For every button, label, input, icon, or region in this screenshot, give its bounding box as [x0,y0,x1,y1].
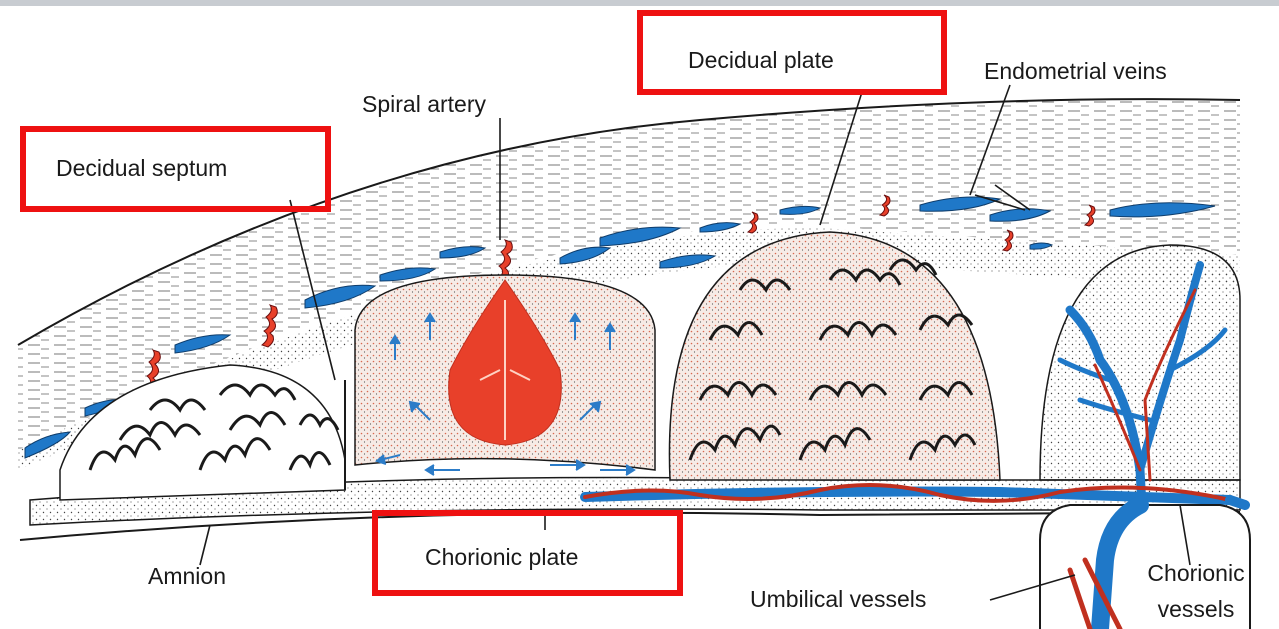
label-chorionic-vessels-line1: Chorionic [1127,562,1265,585]
label-amnion: Amnion [148,565,226,588]
leader-amnion [200,525,210,565]
label-endometrial-veins: Endometrial veins [984,60,1167,83]
highlight-box-decidual-plate [637,10,947,95]
label-chorionic-vessels-line2: vessels [1127,598,1265,621]
label-spiral-artery: Spiral artery [362,93,486,116]
highlight-box-chorionic-plate [372,510,683,596]
label-umbilical-vessels: Umbilical vessels [750,588,926,611]
highlight-box-decidual-septum [20,126,331,212]
